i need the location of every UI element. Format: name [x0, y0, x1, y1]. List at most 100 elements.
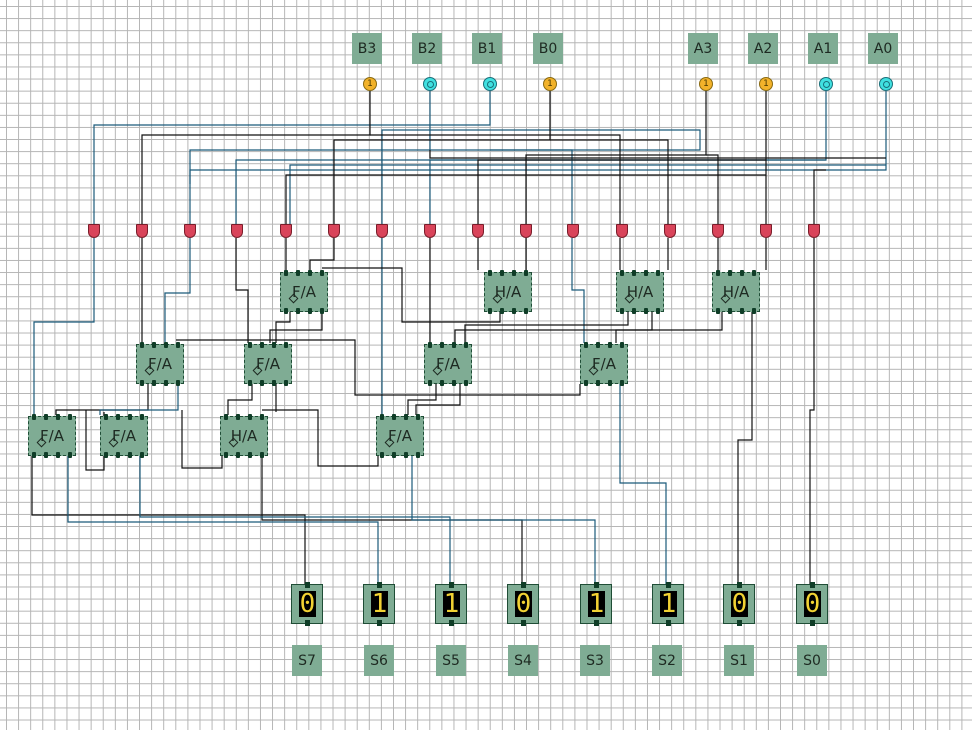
output-display-s7: 0: [291, 582, 323, 626]
wire: [309, 238, 335, 270]
output-display-s5: 1: [435, 582, 467, 626]
wire: [31, 456, 306, 585]
wire: [571, 238, 585, 343]
and-gate[interactable]: [328, 224, 340, 238]
half-adder[interactable]: H/A: [220, 414, 268, 458]
input-toggle-b0[interactable]: 1: [543, 77, 557, 91]
adder-label: F/A: [292, 283, 316, 301]
and-gate[interactable]: [567, 224, 579, 238]
output-display-s0: 0: [796, 582, 828, 626]
adder-label: F/A: [40, 427, 64, 445]
output-display-s6: 1: [363, 582, 395, 626]
and-gate[interactable]: [616, 224, 628, 238]
full-adder[interactable]: F/A: [244, 342, 292, 386]
wire: [813, 169, 826, 228]
digit: 0: [731, 589, 748, 619]
wire: [706, 154, 719, 228]
wire: [411, 456, 596, 585]
output-label-s4: S4: [508, 645, 538, 676]
half-adder[interactable]: H/A: [616, 270, 664, 314]
digit: 0: [804, 589, 821, 619]
wire: [407, 384, 437, 415]
input-toggle-a0[interactable]: [879, 77, 893, 91]
full-adder[interactable]: F/A: [580, 342, 628, 386]
input-toggle-a1[interactable]: [819, 77, 833, 91]
adder-label: F/A: [388, 427, 412, 445]
wire: [415, 384, 461, 415]
wire: [227, 384, 253, 415]
input-toggle-b1[interactable]: [483, 77, 497, 91]
input-label-a3: A3: [688, 33, 718, 64]
and-gate[interactable]: [712, 224, 724, 238]
full-adder[interactable]: F/A: [100, 414, 148, 458]
wire: [454, 312, 653, 343]
input-label-a2: A2: [748, 33, 778, 64]
output-display-s2: 1: [652, 582, 684, 626]
and-gate[interactable]: [136, 224, 148, 238]
wire: [333, 91, 551, 228]
and-gate[interactable]: [424, 224, 436, 238]
and-gate[interactable]: [808, 224, 820, 238]
wire: [322, 267, 501, 323]
full-adder[interactable]: F/A: [376, 414, 424, 458]
wire: [262, 409, 379, 467]
and-gate[interactable]: [231, 224, 243, 238]
output-display-s3: 1: [580, 582, 612, 626]
output-label-s6: S6: [364, 645, 394, 676]
input-toggle-b2[interactable]: [423, 77, 437, 91]
wire: [737, 312, 753, 585]
adder-label: H/A: [626, 283, 654, 301]
and-gate[interactable]: [664, 224, 676, 238]
wire: [381, 129, 701, 228]
wire: [285, 174, 766, 228]
and-gate[interactable]: [760, 224, 772, 238]
wire: [429, 150, 886, 159]
and-gate[interactable]: [472, 224, 484, 238]
input-toggle-a2[interactable]: 1: [759, 77, 773, 91]
wire: [33, 238, 95, 415]
digit: 1: [443, 589, 460, 619]
adder-label: H/A: [494, 283, 522, 301]
input-label-b1: B1: [472, 33, 502, 64]
digit: 1: [371, 589, 388, 619]
wire: [370, 134, 621, 228]
adder-label: H/A: [230, 427, 258, 445]
full-adder[interactable]: F/A: [424, 342, 472, 386]
wire: [235, 238, 249, 343]
half-adder[interactable]: H/A: [712, 270, 760, 314]
wire: [189, 91, 887, 184]
output-display-s4: 0: [507, 582, 539, 626]
adder-label: F/A: [256, 355, 280, 373]
wire: [464, 312, 629, 343]
output-display-s1: 0: [723, 582, 755, 626]
output-label-s3: S3: [580, 645, 610, 676]
input-label-a0: A0: [868, 33, 898, 64]
and-gate[interactable]: [520, 224, 532, 238]
full-adder[interactable]: F/A: [136, 342, 184, 386]
wire: [477, 91, 767, 228]
digit: 0: [515, 589, 532, 619]
adder-label: F/A: [592, 355, 616, 373]
output-label-s0: S0: [797, 645, 827, 676]
input-toggle-b3[interactable]: 1: [363, 77, 377, 91]
adder-label: F/A: [436, 355, 460, 373]
full-adder[interactable]: F/A: [28, 414, 76, 458]
wire: [164, 238, 191, 343]
and-gate[interactable]: [184, 224, 196, 238]
input-label-b2: B2: [412, 33, 442, 64]
wire: [275, 312, 291, 343]
wire: [430, 149, 573, 228]
and-gate[interactable]: [88, 224, 100, 238]
full-adder[interactable]: F/A: [280, 270, 328, 314]
wire: [189, 91, 431, 228]
adder-label: H/A: [722, 283, 750, 301]
input-toggle-a3[interactable]: 1: [699, 77, 713, 91]
output-label-s7: S7: [292, 645, 322, 676]
input-label-a1: A1: [808, 33, 838, 64]
and-gate[interactable]: [376, 224, 388, 238]
and-gate[interactable]: [280, 224, 292, 238]
half-adder[interactable]: H/A: [484, 270, 532, 314]
wire: [67, 456, 379, 585]
wire: [141, 91, 371, 228]
adder-label: F/A: [148, 355, 172, 373]
